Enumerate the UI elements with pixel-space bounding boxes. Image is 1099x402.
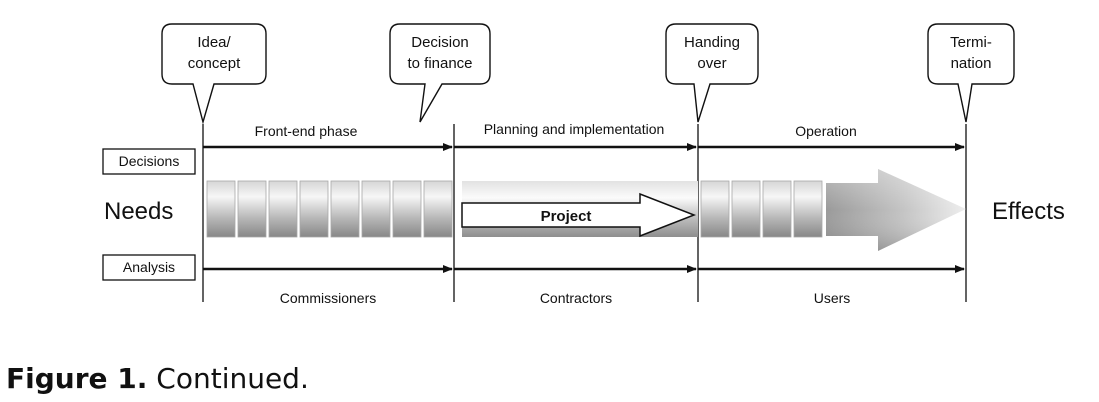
needs-label: Needs (104, 198, 173, 225)
callout-termination-bubble (927, 23, 1015, 123)
actor-contractors: Contractors (540, 290, 612, 306)
band-segment (206, 180, 236, 238)
callout-idea-bubble (161, 23, 267, 125)
callout-handover-bubble (665, 23, 759, 123)
callout-decision-to-finance: Decision to finance (389, 23, 491, 123)
phase-label-planning: Planning and implementation (484, 121, 665, 137)
project-phase-diagram: Idea/ concept Decision to finance Handin… (102, 23, 1065, 306)
callout-handover-line1: Handing (684, 34, 740, 51)
callout-handover-line2: over (697, 55, 726, 72)
callout-finance-line2: to finance (407, 55, 472, 72)
band-segment (361, 180, 391, 238)
callout-idea-line1: Idea/ (197, 34, 231, 51)
callout-finance-bubble (389, 23, 491, 123)
band-segment (299, 180, 329, 238)
band-segments-front-end (206, 180, 453, 238)
figure-caption-label: Figure 1. (6, 362, 148, 395)
band-segment (268, 180, 298, 238)
callout-handing-over: Handing over (665, 23, 759, 123)
callout-termination: Termi- nation (927, 23, 1015, 123)
band-segment (700, 180, 730, 238)
big-flow-arrow (826, 169, 966, 251)
phase-label-front-end: Front-end phase (255, 123, 358, 139)
decisions-box-label: Decisions (119, 153, 180, 169)
callout-idea-line2: concept (188, 55, 241, 72)
project-label: Project (541, 208, 592, 225)
project-arrow: Project (461, 192, 697, 238)
band-segment (793, 180, 823, 238)
actor-commissioners: Commissioners (280, 290, 376, 306)
figure-caption-text: Continued. (156, 362, 309, 395)
callout-termination-line1: Termi- (950, 34, 992, 51)
callout-finance-line1: Decision (411, 34, 469, 51)
band-segments-operation (700, 180, 823, 238)
band-segment (762, 180, 792, 238)
band-segment (330, 180, 360, 238)
callout-idea-concept: Idea/ concept (161, 23, 267, 125)
phase-label-operation: Operation (795, 123, 856, 139)
band-segment (237, 180, 267, 238)
actor-users: Users (814, 290, 851, 306)
decisions-box: Decisions (102, 148, 196, 175)
effects-label: Effects (992, 198, 1065, 225)
band-segment (731, 180, 761, 238)
analysis-box-label: Analysis (123, 259, 175, 275)
band-segment (423, 180, 453, 238)
analysis-box: Analysis (102, 254, 196, 281)
callout-termination-line2: nation (951, 55, 992, 72)
band-segment (392, 180, 422, 238)
figure-caption: Figure 1. Continued. (6, 362, 309, 395)
